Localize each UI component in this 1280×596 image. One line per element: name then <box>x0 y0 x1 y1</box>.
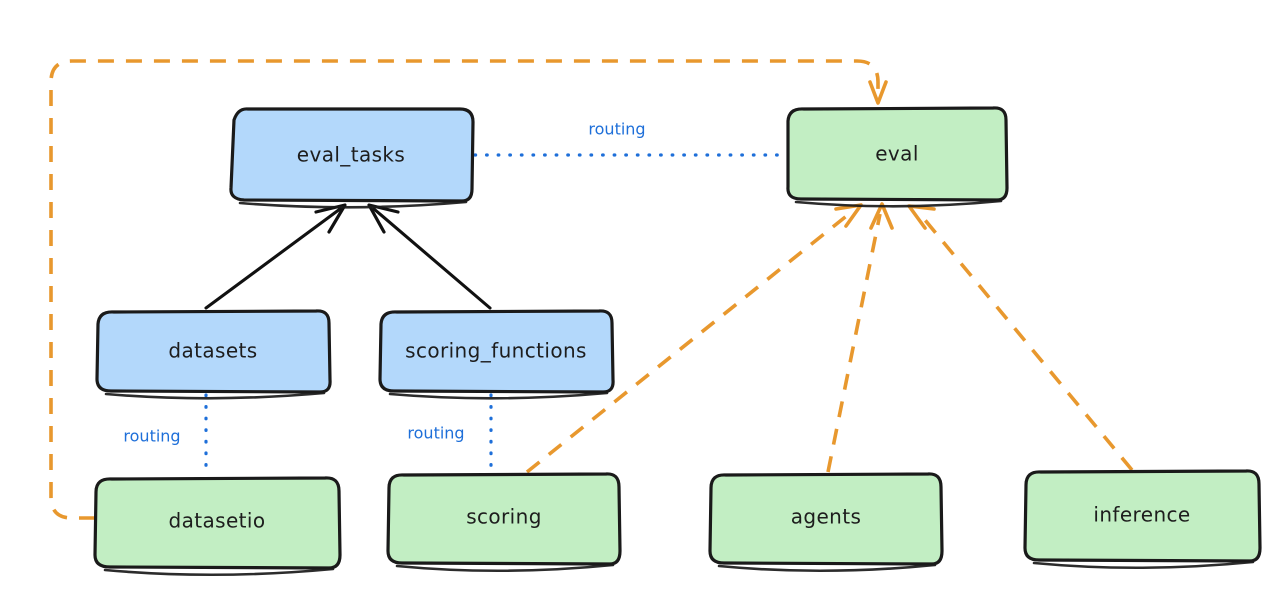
node-eval[interactable]: eval <box>786 106 1009 208</box>
node-scoring_functions-box <box>378 309 615 394</box>
edge-label-routing-eval_tasks-eval: routing <box>588 120 645 139</box>
arrowhead-agents-eval <box>869 202 894 230</box>
routing-edges <box>204 153 788 478</box>
edge-labels: routing routing routing <box>123 120 645 446</box>
edge-label-routing-scoring_functions-scoring: routing <box>407 424 464 443</box>
edge-datasetio-to-eval <box>49 59 888 520</box>
edge-datasets-to-eval_tasks <box>204 203 347 310</box>
edge-path-datasets-eval_tasks <box>204 207 342 310</box>
node-inference-label: inference <box>1093 503 1190 527</box>
edge-path-inference-eval <box>918 212 1134 472</box>
node-agents-label: agents <box>791 505 862 529</box>
arrowhead-datasetio-eval <box>868 80 888 105</box>
node-agents-box <box>708 472 944 566</box>
node-datasetio-shadow <box>103 567 335 577</box>
node-datasetio-box <box>93 476 342 570</box>
edge-agents-to-eval <box>826 202 894 473</box>
node-inference-shadow <box>1032 560 1255 570</box>
node-eval_tasks-shadow <box>238 200 468 209</box>
node-eval_tasks-box <box>229 107 475 203</box>
node-datasets-shadow <box>104 391 326 400</box>
node-eval-shadow <box>794 199 1003 208</box>
node-scoring_functions[interactable]: scoring_functions <box>378 309 615 400</box>
edge-scoring_functions-to-eval_tasks <box>367 203 492 310</box>
node-eval-label: eval <box>875 142 919 166</box>
edge-path-scoring_functions-eval_tasks <box>372 207 492 310</box>
edge-path-agents-eval <box>826 213 882 473</box>
node-scoring-label: scoring <box>466 505 542 529</box>
edge-label-routing-datasets-datasetio: routing <box>123 427 180 446</box>
node-eval_tasks[interactable]: eval_tasks <box>229 107 475 209</box>
node-datasets-label: datasets <box>168 339 257 363</box>
node-datasetio-label: datasetio <box>168 509 265 533</box>
node-eval_tasks-label: eval_tasks <box>297 143 405 167</box>
edge-inference-to-eval <box>907 204 1134 472</box>
edge-path-scoring-eval <box>525 212 851 474</box>
solid-edges <box>204 203 492 310</box>
node-scoring-box <box>386 472 622 566</box>
node-scoring_functions-shadow <box>388 391 609 400</box>
node-inference-box <box>1023 469 1262 563</box>
node-agents[interactable]: agents <box>708 472 944 573</box>
node-agents-shadow <box>717 563 937 573</box>
node-scoring-shadow <box>395 563 615 573</box>
arrowhead-datasets-eval_tasks <box>314 203 347 234</box>
node-inference[interactable]: inference <box>1023 469 1262 570</box>
node-eval-box <box>786 106 1009 202</box>
node-scoring[interactable]: scoring <box>386 472 622 573</box>
arrowhead-scoring_functions-eval_tasks <box>367 203 400 234</box>
edge-path-datasetio-eval <box>49 59 880 520</box>
node-scoring_functions-label: scoring_functions <box>405 339 587 363</box>
node-datasetio[interactable]: datasetio <box>93 476 342 577</box>
node-datasets[interactable]: datasets <box>95 309 332 400</box>
node-datasets-box <box>95 309 332 394</box>
